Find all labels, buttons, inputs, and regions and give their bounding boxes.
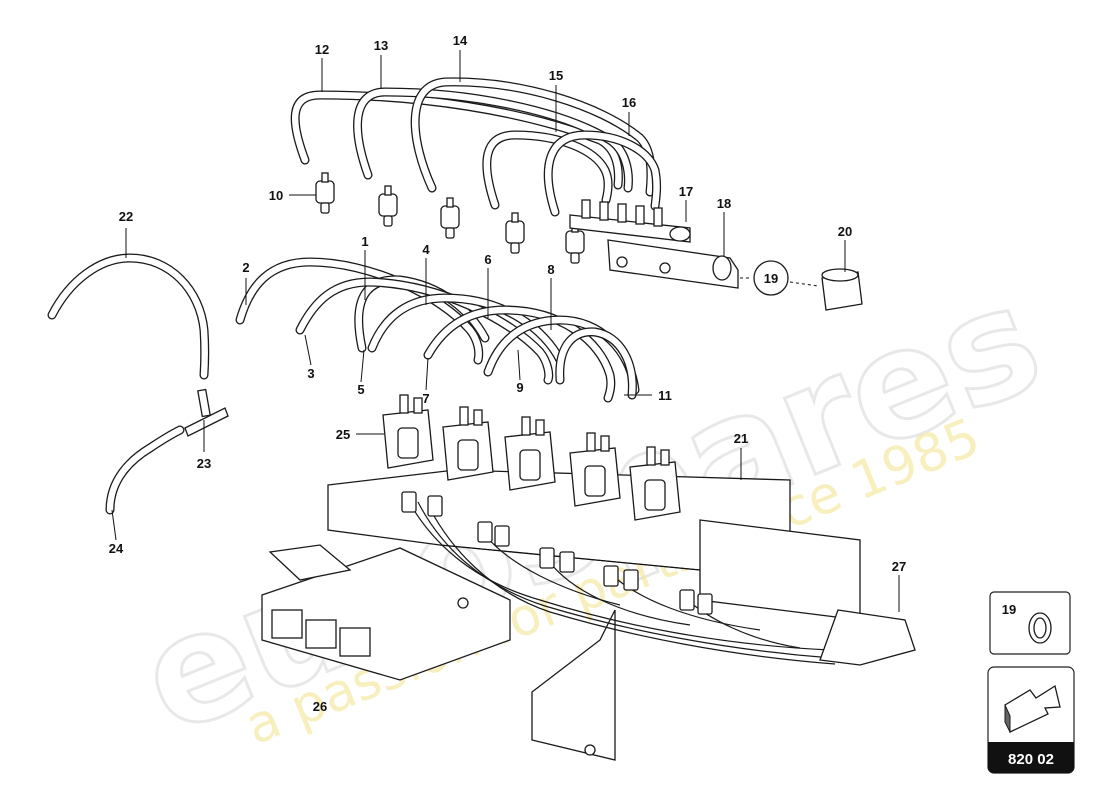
reference-box: 820 02 xyxy=(987,666,1075,774)
washer-19 xyxy=(740,260,819,296)
callout-26: 26 xyxy=(313,699,327,714)
hose-14 xyxy=(410,77,656,197)
callout-4: 4 xyxy=(422,242,430,257)
callout-6: 6 xyxy=(484,252,491,267)
callout-15: 15 xyxy=(549,68,563,83)
callout-14: 14 xyxy=(453,33,468,48)
callout-23: 23 xyxy=(197,456,211,471)
callout-12: 12 xyxy=(315,42,329,57)
t-piece-23 xyxy=(184,388,229,437)
hose-12 xyxy=(290,90,623,190)
valve-10a xyxy=(315,172,335,214)
callout-20: 20 xyxy=(838,224,852,239)
valve-10b xyxy=(378,185,398,227)
callout-25: 25 xyxy=(336,427,350,442)
callout-1: 1 xyxy=(361,234,368,249)
direction-arrow-icon xyxy=(1004,684,1061,733)
ecu-26 xyxy=(261,544,511,681)
solenoid-valve xyxy=(504,416,556,491)
hose-16 xyxy=(543,130,662,217)
washer-icon xyxy=(1028,612,1052,644)
solenoid-valve xyxy=(442,406,494,481)
callout-8: 8 xyxy=(547,262,554,277)
hose-13 xyxy=(353,87,633,193)
callout-21: 21 xyxy=(734,431,748,446)
callout-13: 13 xyxy=(374,38,388,53)
callout-17: 17 xyxy=(679,184,693,199)
reference-code: 820 02 xyxy=(1008,751,1054,768)
hose-4 xyxy=(367,293,565,365)
hose-24 xyxy=(105,425,185,515)
solenoid-valve xyxy=(382,394,434,469)
callout-16: 16 xyxy=(622,95,636,110)
solenoid-valve xyxy=(569,432,621,507)
upper-hoses xyxy=(290,77,662,217)
callout-10: 10 xyxy=(269,188,283,203)
callout-7: 7 xyxy=(422,391,429,406)
leader-lines xyxy=(111,50,900,612)
sleeve-20 xyxy=(821,268,863,311)
callout-2: 2 xyxy=(242,260,249,275)
callout-5: 5 xyxy=(357,382,364,397)
callout-24: 24 xyxy=(109,541,124,556)
callout-18: 18 xyxy=(717,196,731,211)
hose-8 xyxy=(555,327,637,400)
hose-22 xyxy=(47,253,210,380)
solenoid-valves-25 xyxy=(382,394,681,521)
callout-22: 22 xyxy=(119,209,133,224)
bracket-18 xyxy=(607,239,739,289)
callout-27: 27 xyxy=(892,559,906,574)
valve-10c xyxy=(440,197,460,239)
callout-19: 19 xyxy=(764,271,778,286)
callout-3: 3 xyxy=(307,366,314,381)
callout-9: 9 xyxy=(516,380,523,395)
callout-11: 11 xyxy=(658,388,672,403)
wiring-loom-27 xyxy=(401,491,916,666)
manifold-17 xyxy=(569,199,691,243)
hose-2 xyxy=(235,257,484,365)
valve-10d xyxy=(505,212,525,254)
middle-hoses xyxy=(235,257,640,403)
solenoid-valve xyxy=(629,446,681,521)
inset-box: 19 xyxy=(989,591,1071,655)
inset-part-number: 19 xyxy=(1002,602,1016,617)
callout-labels: 12 13 14 15 16 10 17 18 19 20 22 2 1 4 6… xyxy=(109,33,906,714)
check-valves xyxy=(315,172,585,264)
